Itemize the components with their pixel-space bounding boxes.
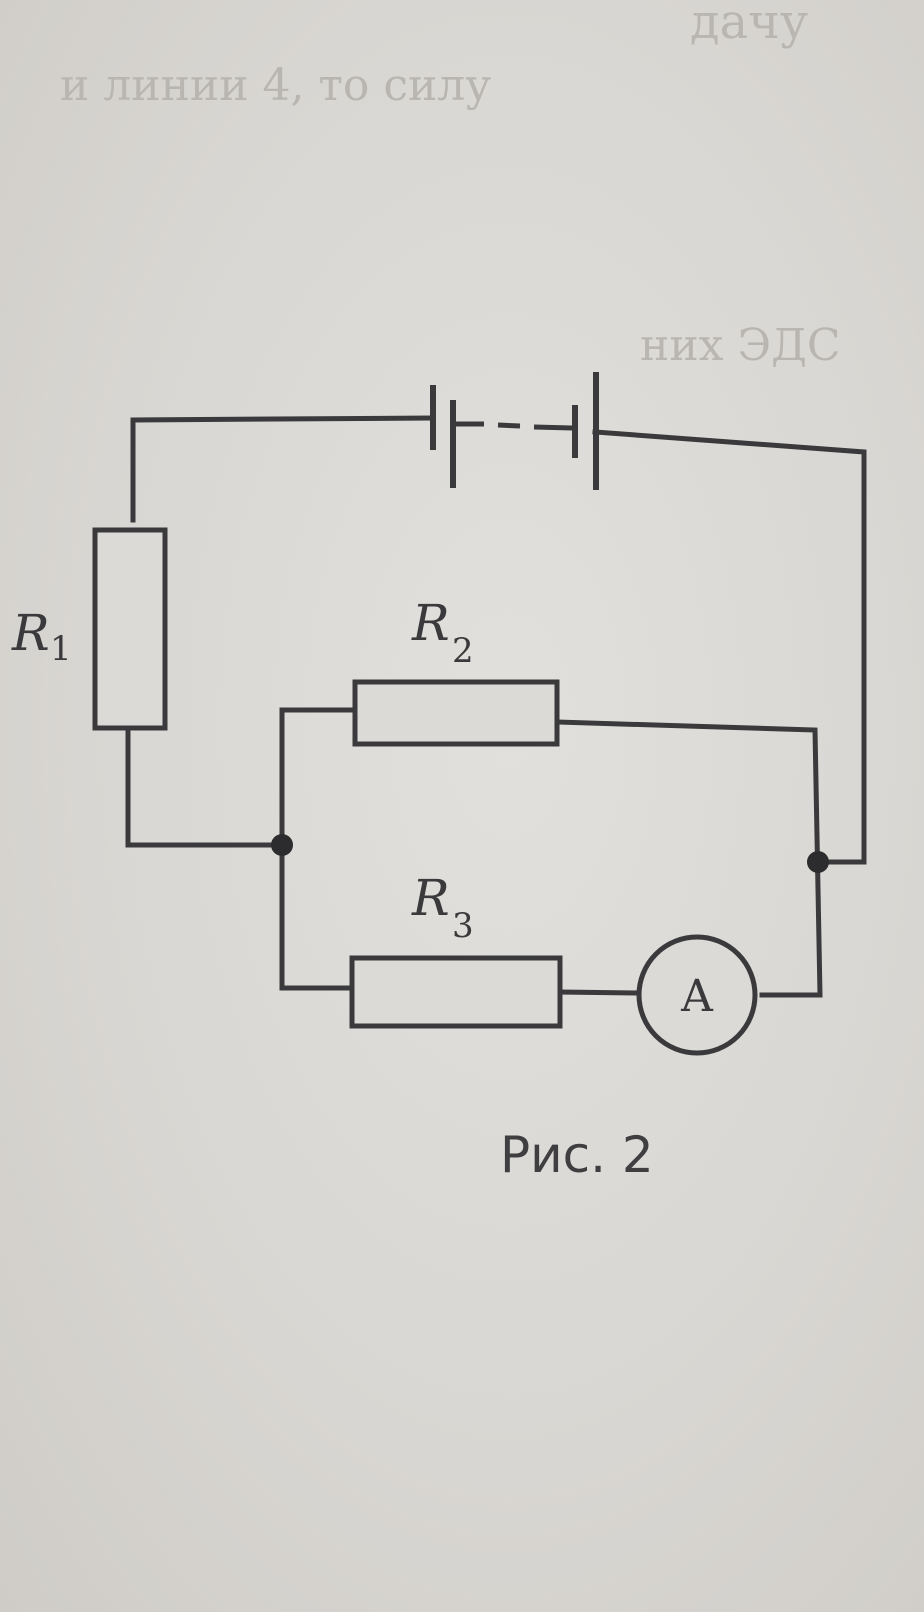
- resistor-r2: [352, 679, 560, 747]
- battery-dash-2: [497, 422, 521, 429]
- label-r1-letter: R: [11, 604, 50, 662]
- bleed-text-second: и линии 4, то силу: [60, 60, 491, 111]
- right-junction-node: [807, 851, 829, 873]
- figure-caption: Рис. 2: [500, 1126, 654, 1184]
- wire-top-left: [130, 415, 433, 523]
- ammeter: [636, 934, 758, 1056]
- wire-left-vertical: [279, 707, 359, 991]
- resistor-r3: [349, 955, 563, 1029]
- wire-r1-to-left-node: [125, 725, 285, 848]
- battery-symbol: [430, 372, 599, 490]
- bleed-text-third: них ЭДС: [640, 320, 841, 371]
- label-r3: R 3: [411, 869, 474, 946]
- label-r3-subscript: 3: [452, 906, 474, 946]
- label-r2-subscript: 2: [452, 631, 474, 671]
- bleed-text-top: дачу: [690, 0, 808, 50]
- label-r3-letter: R: [411, 869, 450, 927]
- battery-dash-3: [533, 424, 573, 431]
- wire-r3-to-ammeter: [557, 989, 643, 996]
- label-r2: R 2: [411, 594, 474, 671]
- label-r1-subscript: 1: [50, 629, 72, 669]
- ammeter-label: A: [680, 971, 714, 1022]
- wire-top-right: [592, 429, 867, 865]
- resistor-r1: [92, 527, 168, 731]
- label-r1: R 1: [11, 604, 72, 669]
- left-junction-node: [271, 834, 293, 856]
- label-r2-letter: R: [411, 594, 450, 652]
